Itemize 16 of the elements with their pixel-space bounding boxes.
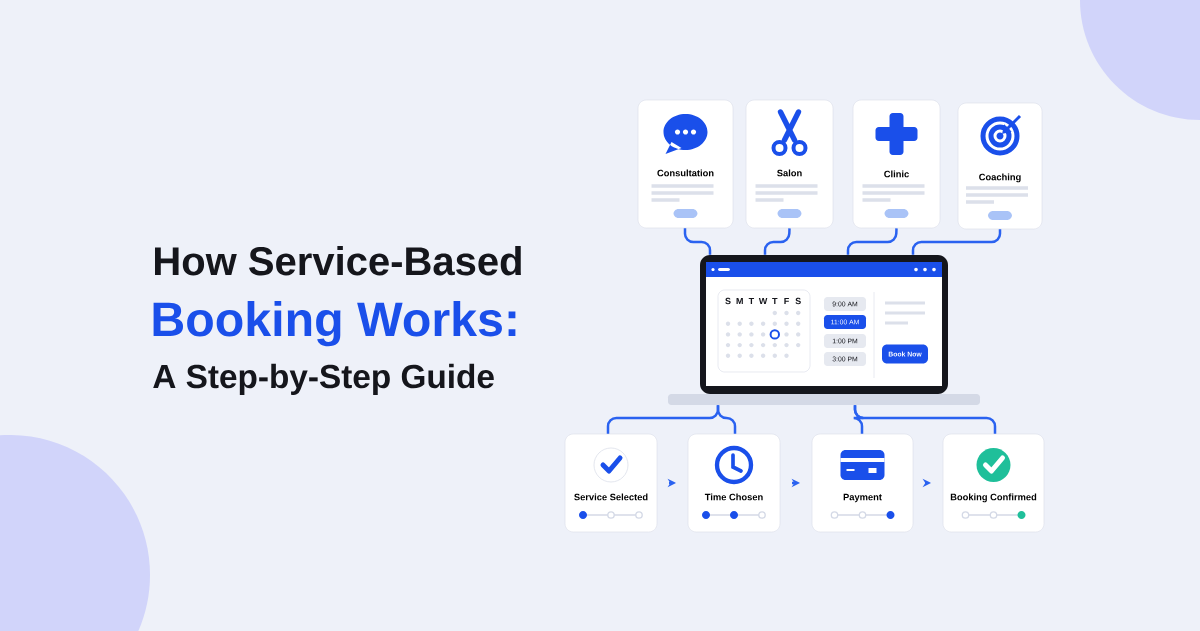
heading-line: A Step-by-Step Guide <box>153 363 494 395</box>
weekday-letter: S <box>795 297 801 305</box>
weekday-letter: M <box>736 297 743 305</box>
weekday-letter: T <box>772 297 778 305</box>
step-card: Time Chosen <box>687 433 781 533</box>
laptop-drawing <box>668 255 980 405</box>
heading-line: Booking Works: <box>153 300 516 347</box>
weekday-letter: W <box>758 297 768 305</box>
connector-line <box>846 228 898 255</box>
connector-line <box>763 228 791 255</box>
heading-line: How Service-Based <box>155 246 521 276</box>
connector-line <box>911 229 1002 255</box>
weekday-letter: F <box>784 297 789 305</box>
connector-line <box>683 228 712 255</box>
weekday-letter: S <box>725 297 731 305</box>
weekday-letter: T <box>748 297 755 305</box>
